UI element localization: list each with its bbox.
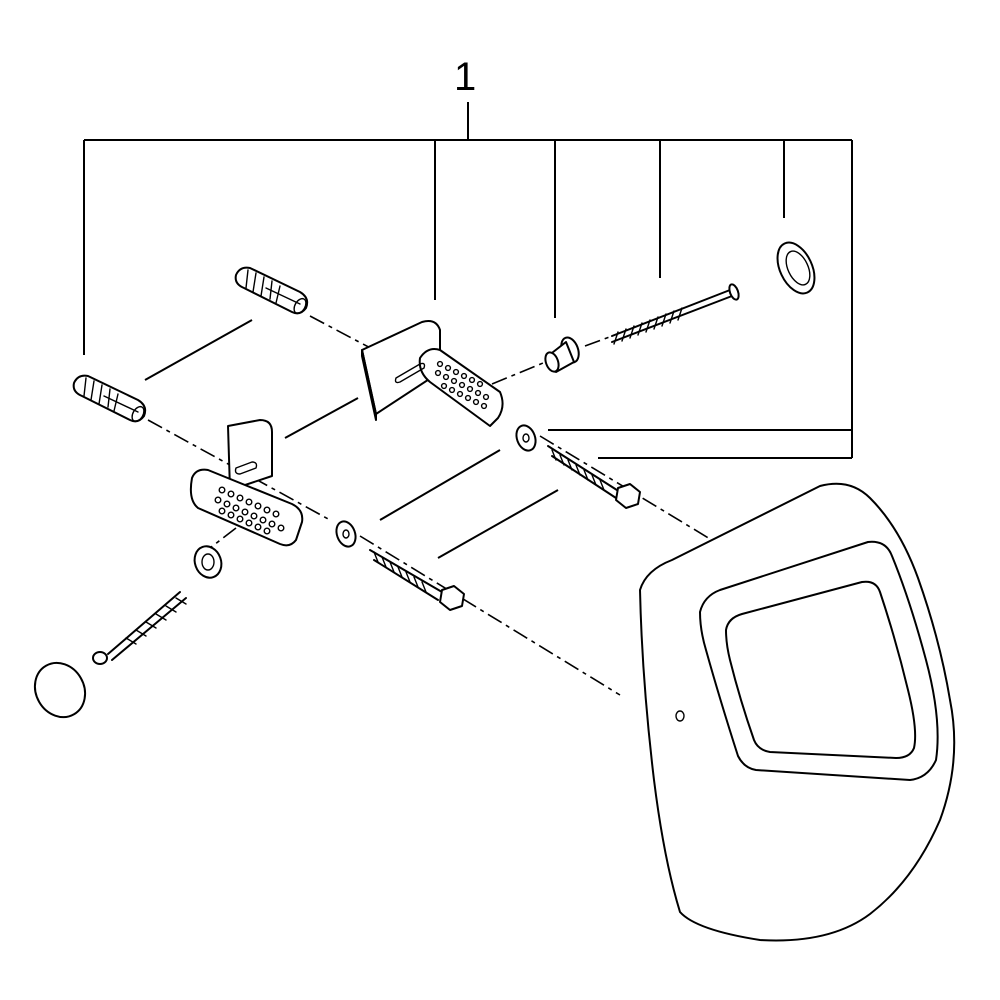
callout-bracket xyxy=(83,102,853,459)
hex-bolt-upper xyxy=(547,445,641,509)
callout-label-1: 1 xyxy=(454,55,476,99)
cover-cap xyxy=(33,661,87,719)
flat-washer-lower xyxy=(335,520,357,548)
wall-plug-upper xyxy=(234,266,309,315)
spacer-sleeve xyxy=(544,336,580,373)
angle-bracket-upper xyxy=(361,320,504,427)
flat-washer-upper xyxy=(515,424,537,452)
urinal-bowl xyxy=(639,482,956,942)
rubber-grommet xyxy=(776,241,816,295)
alignment-lines xyxy=(144,319,559,559)
angle-bracket-lower xyxy=(189,419,304,547)
wall-plug-lower xyxy=(72,374,147,423)
hex-bolt-lower xyxy=(369,549,465,611)
long-screw-upper xyxy=(611,283,740,345)
screw-with-washer xyxy=(92,545,223,665)
